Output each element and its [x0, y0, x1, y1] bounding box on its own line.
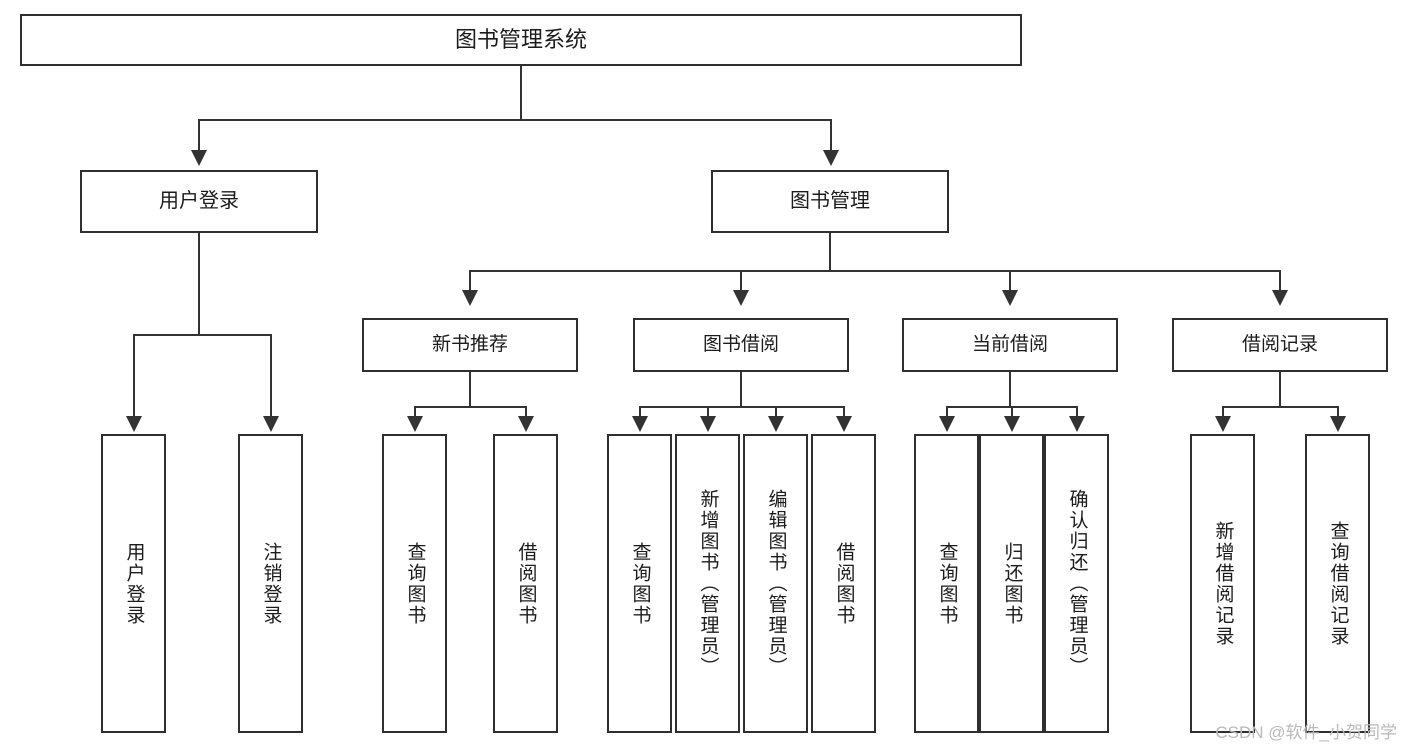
connector-nbr-bar	[414, 406, 527, 408]
connector-br-l1	[1222, 406, 1224, 418]
leaf-label: 确认归还（管理员）	[1066, 489, 1088, 678]
arrow-bm-to-current-borrow	[1002, 290, 1018, 306]
connector-bm-to-borrow-record	[1279, 270, 1281, 292]
leaf-return-book[interactable]: 归还图书	[979, 434, 1044, 733]
leaf-query-record[interactable]: 查询借阅记录	[1305, 434, 1370, 733]
connector-user-login-l1	[133, 334, 135, 418]
arrow-user-login-l1	[126, 416, 142, 432]
leaf-label: 编辑图书（管理员）	[765, 489, 787, 678]
connector-root-stem	[520, 66, 522, 120]
connector-bb-bar	[639, 406, 845, 408]
node-root-system[interactable]: 图书管理系统	[20, 14, 1022, 66]
leaf-add-record[interactable]: 新增借阅记录	[1190, 434, 1255, 733]
connector-bb-l4	[843, 406, 845, 418]
node-label: 图书管理系统	[454, 27, 587, 53]
leaf-add-book[interactable]: 新增图书（管理员）	[675, 434, 740, 733]
node-borrow-record[interactable]: 借阅记录	[1172, 318, 1388, 372]
node-book-manage[interactable]: 图书管理	[711, 170, 949, 233]
leaf-confirm-return[interactable]: 确认归还（管理员）	[1044, 434, 1109, 733]
csdn-watermark: CSDN @软件_小贺同学	[1215, 723, 1397, 742]
node-label: 图书借阅	[702, 334, 779, 356]
arrow-bb-l2	[700, 416, 716, 432]
node-current-borrow[interactable]: 当前借阅	[902, 318, 1118, 372]
arrow-cb-l1	[939, 416, 955, 432]
connector-book-manage-bar	[469, 270, 1281, 272]
connector-book-manage-stem	[829, 233, 831, 271]
connector-bb-l2	[707, 406, 709, 418]
connector-root-to-book-manage	[830, 119, 832, 152]
leaf-query-book-1[interactable]: 查询图书	[382, 434, 447, 733]
connector-bm-to-book-borrow	[740, 270, 742, 292]
leaf-borrow-book-1[interactable]: 借阅图书	[493, 434, 558, 733]
connector-cb-l2	[1011, 406, 1013, 418]
arrow-cb-l3	[1069, 416, 1085, 432]
connector-nbr-l2	[525, 406, 527, 418]
connector-bb-l1	[639, 406, 641, 418]
arrow-root-to-book-manage	[823, 150, 839, 166]
arrow-bb-l3	[768, 416, 784, 432]
connector-bm-to-current-borrow	[1009, 270, 1011, 292]
arrow-br-l1	[1215, 416, 1231, 432]
leaf-borrow-book-2[interactable]: 借阅图书	[811, 434, 876, 733]
leaf-label: 查询图书	[404, 541, 426, 626]
connector-br-bar	[1222, 406, 1339, 408]
leaf-user-login[interactable]: 用户登录	[101, 434, 166, 733]
leaf-logout[interactable]: 注销登录	[238, 434, 303, 733]
connector-bb-stem	[740, 372, 742, 408]
connector-root-to-user-login	[198, 119, 200, 152]
connector-bm-to-new-book	[469, 270, 471, 292]
node-label: 图书管理	[790, 190, 870, 212]
leaf-label: 新增图书（管理员）	[697, 489, 719, 678]
connector-cb-stem	[1009, 372, 1011, 408]
leaf-label: 新增借阅记录	[1212, 520, 1234, 647]
node-new-book-recommend[interactable]: 新书推荐	[362, 318, 578, 372]
connector-root-bar	[198, 119, 832, 121]
arrow-nbr-l1	[407, 416, 423, 432]
connector-user-login-stem	[198, 233, 200, 335]
arrow-br-l2	[1330, 416, 1346, 432]
leaf-label: 注销登录	[260, 541, 282, 626]
leaf-label: 查询借阅记录	[1327, 520, 1349, 647]
arrow-root-to-user-login	[191, 150, 207, 166]
leaf-label: 借阅图书	[515, 541, 537, 626]
leaf-label: 查询图书	[936, 541, 958, 626]
connector-user-login-bar	[133, 334, 272, 336]
node-label: 新书推荐	[431, 334, 508, 356]
arrow-cb-l2	[1004, 416, 1020, 432]
connector-bb-l3	[775, 406, 777, 418]
node-label: 用户登录	[159, 190, 239, 212]
node-user-login[interactable]: 用户登录	[80, 170, 318, 233]
connector-cb-l1	[946, 406, 948, 418]
leaf-label: 用户登录	[123, 541, 145, 626]
leaf-label: 归还图书	[1001, 541, 1023, 626]
node-book-borrow[interactable]: 图书借阅	[633, 318, 849, 372]
arrow-bm-to-book-borrow	[733, 290, 749, 306]
connector-br-stem	[1279, 372, 1281, 408]
node-label: 借阅记录	[1241, 334, 1318, 356]
arrow-bb-l1	[632, 416, 648, 432]
leaf-label: 查询图书	[629, 541, 651, 626]
arrow-bb-l4	[836, 416, 852, 432]
arrow-user-login-l2	[263, 416, 279, 432]
connector-nbr-l1	[414, 406, 416, 418]
leaf-label: 借阅图书	[833, 541, 855, 626]
arrow-nbr-l2	[518, 416, 534, 432]
arrow-bm-to-borrow-record	[1272, 290, 1288, 306]
connector-br-l2	[1337, 406, 1339, 418]
leaf-edit-book[interactable]: 编辑图书（管理员）	[743, 434, 808, 733]
connector-nbr-stem	[469, 372, 471, 408]
node-label: 当前借阅	[971, 334, 1048, 356]
connector-user-login-l2	[270, 334, 272, 418]
connector-cb-l3	[1076, 406, 1078, 418]
leaf-query-book-3[interactable]: 查询图书	[914, 434, 979, 733]
leaf-query-book-2[interactable]: 查询图书	[607, 434, 672, 733]
arrow-bm-to-new-book	[462, 290, 478, 306]
